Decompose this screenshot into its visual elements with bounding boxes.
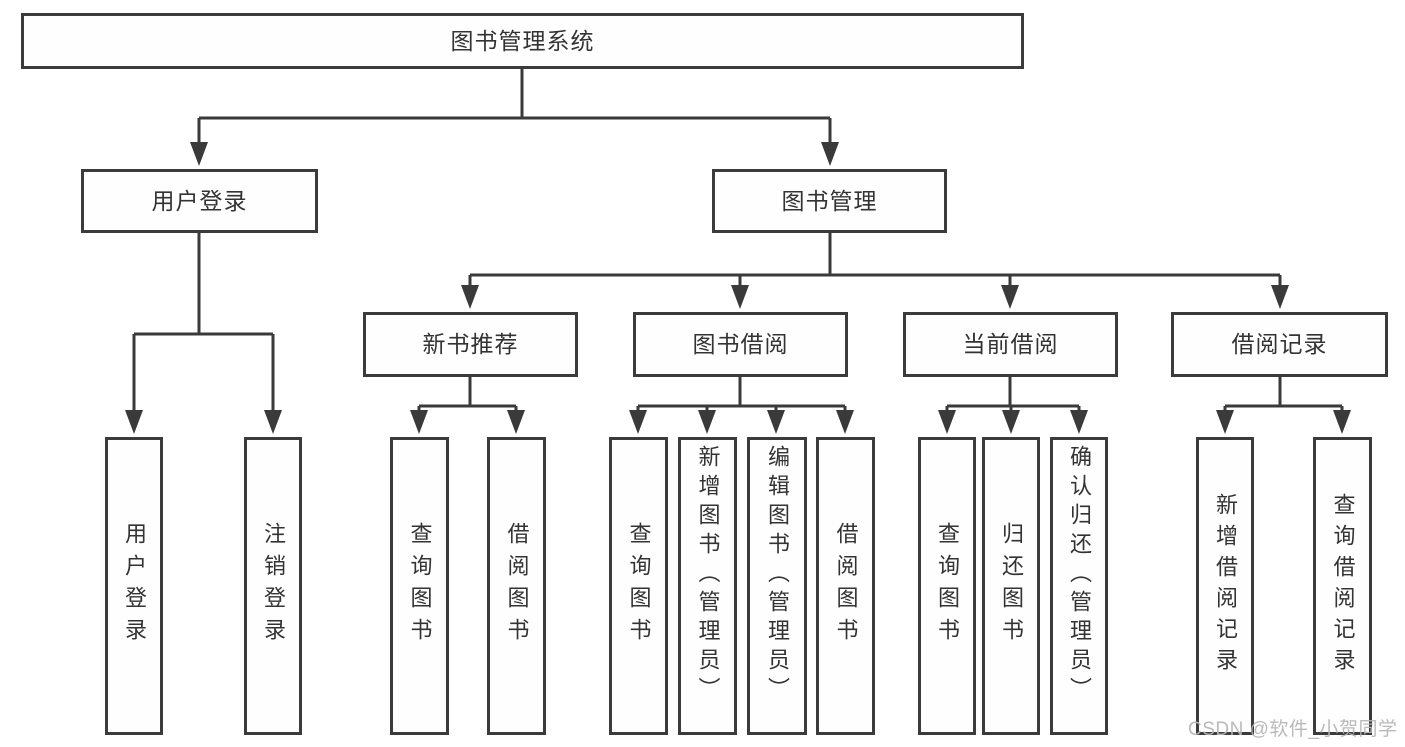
node-label: 归还图书 bbox=[999, 522, 1024, 650]
leaf-edit-books-admin: 编辑图书（管理员） bbox=[747, 437, 807, 735]
arrow-down-icon bbox=[1271, 285, 1289, 309]
leaf-return-books: 归还图书 bbox=[982, 437, 1040, 735]
node-label: 图书管理系统 bbox=[450, 27, 595, 54]
arrow-down-icon bbox=[1002, 410, 1020, 434]
arrow-down-icon bbox=[1001, 285, 1019, 309]
node-current-borrowing: 当前借阅 bbox=[903, 312, 1118, 377]
leaf-add-borrow-record: 新增借阅记录 bbox=[1196, 437, 1254, 735]
node-label: 确认归还（管理员） bbox=[1067, 445, 1092, 706]
leaf-borrow-books-recommend: 借阅图书 bbox=[487, 437, 546, 735]
leaf-query-books-current: 查询图书 bbox=[918, 437, 976, 735]
node-label: 查询图书 bbox=[626, 522, 652, 650]
book-management-fork-line bbox=[468, 233, 1282, 289]
node-book-borrowing: 图书借阅 bbox=[633, 312, 848, 377]
arrow-down-icon bbox=[264, 410, 282, 434]
borrow-record-fork-line bbox=[1223, 377, 1344, 414]
arrow-down-icon bbox=[190, 142, 208, 166]
node-library-management-system: 图书管理系统 bbox=[21, 13, 1024, 69]
arrow-down-icon bbox=[461, 285, 479, 309]
arrow-down-icon bbox=[767, 410, 785, 434]
node-label: 用户登录 bbox=[122, 522, 147, 650]
leaf-add-books-admin: 新增图书（管理员） bbox=[678, 437, 737, 735]
node-label: 查询图书 bbox=[407, 522, 433, 650]
arrow-down-icon bbox=[698, 410, 716, 434]
node-user-login: 用户登录 bbox=[81, 169, 318, 233]
csdn-watermark: CSDN @软件_小贺同学 bbox=[1188, 719, 1398, 740]
user-login-fork-line bbox=[132, 233, 275, 414]
leaf-user-login: 用户登录 bbox=[105, 437, 163, 735]
node-label: 借阅记录 bbox=[1231, 331, 1328, 357]
leaf-confirm-return-admin: 确认归还（管理员） bbox=[1050, 437, 1108, 735]
arrow-down-icon bbox=[938, 410, 956, 434]
node-label: 图书借阅 bbox=[692, 331, 789, 357]
leaf-logout: 注销登录 bbox=[244, 437, 302, 735]
node-label: 借阅图书 bbox=[833, 522, 859, 650]
node-label: 用户登录 bbox=[151, 187, 248, 214]
arrow-down-icon bbox=[836, 410, 854, 434]
arrow-down-icon bbox=[1216, 410, 1234, 434]
node-label: 新书推荐 bbox=[422, 331, 519, 357]
node-label: 新增图书（管理员） bbox=[695, 445, 721, 706]
arrow-down-icon bbox=[1333, 410, 1351, 434]
leaf-query-books-recommend: 查询图书 bbox=[390, 437, 449, 735]
book-borrow-fork-line bbox=[636, 377, 847, 414]
node-label: 编辑图书（管理员） bbox=[765, 445, 790, 706]
arrow-down-icon bbox=[125, 410, 143, 434]
node-label: 注销登录 bbox=[261, 522, 286, 650]
leaf-query-books-borrow: 查询图书 bbox=[609, 437, 668, 735]
node-book-management: 图书管理 bbox=[712, 169, 947, 233]
leaf-borrow-books: 借阅图书 bbox=[816, 437, 875, 735]
node-label: 查询图书 bbox=[935, 522, 960, 650]
node-label: 借阅图书 bbox=[504, 522, 530, 650]
node-label: 新增借阅记录 bbox=[1213, 493, 1238, 679]
arrow-down-icon bbox=[507, 410, 525, 434]
arrow-down-icon bbox=[1070, 410, 1088, 434]
node-label: 图书管理 bbox=[781, 187, 878, 214]
root-to-level2-line bbox=[197, 69, 832, 146]
current-borrow-fork-line bbox=[945, 377, 1081, 414]
node-label: 当前借阅 bbox=[962, 331, 1059, 357]
node-new-book-recommendation: 新书推荐 bbox=[363, 312, 578, 377]
arrow-down-icon bbox=[410, 410, 428, 434]
arrow-down-icon bbox=[731, 285, 749, 309]
arrow-down-icon bbox=[629, 410, 647, 434]
node-borrowing-records: 借阅记录 bbox=[1171, 312, 1388, 377]
arrow-down-icon bbox=[821, 142, 839, 166]
leaf-query-borrow-record: 查询借阅记录 bbox=[1313, 437, 1372, 735]
new-book-fork-line bbox=[417, 377, 518, 414]
node-label: 查询借阅记录 bbox=[1330, 493, 1356, 679]
